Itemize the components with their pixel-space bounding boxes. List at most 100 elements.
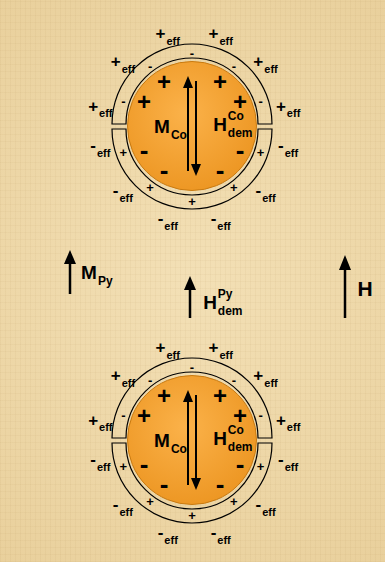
effective-charge: - [113,496,119,513]
shell-charge: + [257,146,265,159]
shell-charge: + [146,495,154,508]
field-symbol: H [213,429,227,448]
eff-subscript: eff [262,193,275,204]
effective-charge: - [278,137,284,154]
eff-subscript: eff [99,108,112,119]
effective-charge: + [208,25,218,42]
eff-subscript: eff [119,193,132,204]
effective-charge: + [88,412,98,429]
shell-charge: + [146,181,154,194]
effective-charge: - [256,182,262,199]
eff-subscript: eff [167,350,180,361]
eff-subscript: eff [264,64,277,75]
eff-subscript: eff [219,350,232,361]
arrow-head [339,255,351,270]
magnetization-symbol: M [154,431,170,450]
cobalt-particle: MCoHCodem [127,375,257,505]
surface-charge: - [236,137,245,163]
surface-charge: + [233,90,247,114]
shell-charge: - [121,409,125,422]
surface-charge: + [157,384,171,408]
surface-charge: - [236,451,245,477]
effective-charge: - [278,451,284,468]
effective-charge: - [113,182,119,199]
shell-charge: + [120,146,128,159]
eff-subscript: eff [287,422,300,433]
eff-subscript: eff [217,221,230,232]
arrow-head [184,276,196,290]
effective-charge: - [211,524,217,541]
surface-charge: + [233,404,247,428]
eff-subscript: eff [287,108,300,119]
shell-charge: + [257,460,265,473]
effective-charge: + [208,339,218,356]
surface-charge: + [157,70,171,94]
surface-charge: + [213,70,227,94]
effective-charge: + [156,25,166,42]
surface-charge: - [216,471,225,497]
effective-charge: + [276,412,286,429]
effective-charge: + [276,98,286,115]
surface-charge: - [160,157,169,183]
field-symbol: H [213,115,227,134]
shell-charge: - [148,374,152,387]
field-symbol: H [203,293,217,312]
subscript: Co [171,129,187,141]
shell-charge: - [232,374,236,387]
effective-charge: - [256,496,262,513]
subscript: Co [171,443,187,455]
applied-field-arrow [344,268,347,318]
surface-charge: - [216,157,225,183]
shell-charge: + [188,195,196,208]
effective-charge: - [90,137,96,154]
effective-charge: - [158,524,164,541]
superscript: Py [218,288,233,300]
effective-charge: - [211,210,217,227]
effective-charge: - [90,451,96,468]
shell-charge: - [148,60,152,73]
surface-charge: - [140,451,149,477]
eff-subscript: eff [122,64,135,75]
surface-charge: + [213,384,227,408]
field-symbol: H [357,278,372,299]
eff-subscript: eff [167,36,180,47]
subscript: dem [218,305,243,317]
shell-charge: - [190,361,194,374]
eff-subscript: eff [97,462,110,473]
subscript: Py [98,275,113,287]
eff-subscript: eff [285,148,298,159]
shell-charge: + [230,495,238,508]
eff-subscript: eff [285,462,298,473]
effective-charge: + [88,98,98,115]
magnetization-symbol: M [154,117,170,136]
arrow-head [64,250,76,264]
eff-subscript: eff [99,422,112,433]
effective-charge: + [111,53,121,70]
surface-charge: - [160,471,169,497]
effective-charge: + [253,53,263,70]
eff-subscript: eff [164,221,177,232]
surface-charge: + [137,90,151,114]
effective-charge: - [158,210,164,227]
shell-charge: - [258,95,262,108]
eff-subscript: eff [119,507,132,518]
eff-subscript: eff [262,507,275,518]
shell-charge: - [190,47,194,60]
effective-charge: + [156,339,166,356]
surface-charge: - [140,137,149,163]
eff-subscript: eff [164,535,177,546]
effective-charge: + [111,367,121,384]
shell-charge: - [232,60,236,73]
shell-charge: - [258,409,262,422]
shell-charge: - [121,95,125,108]
magnetization-symbol: M [81,263,97,282]
eff-subscript: eff [122,378,135,389]
shell-charge: + [120,460,128,473]
eff-subscript: eff [264,378,277,389]
shell-charge: + [230,181,238,194]
surface-charge: + [137,404,151,428]
eff-subscript: eff [97,148,110,159]
eff-subscript: eff [219,36,232,47]
effective-charge: + [253,367,263,384]
